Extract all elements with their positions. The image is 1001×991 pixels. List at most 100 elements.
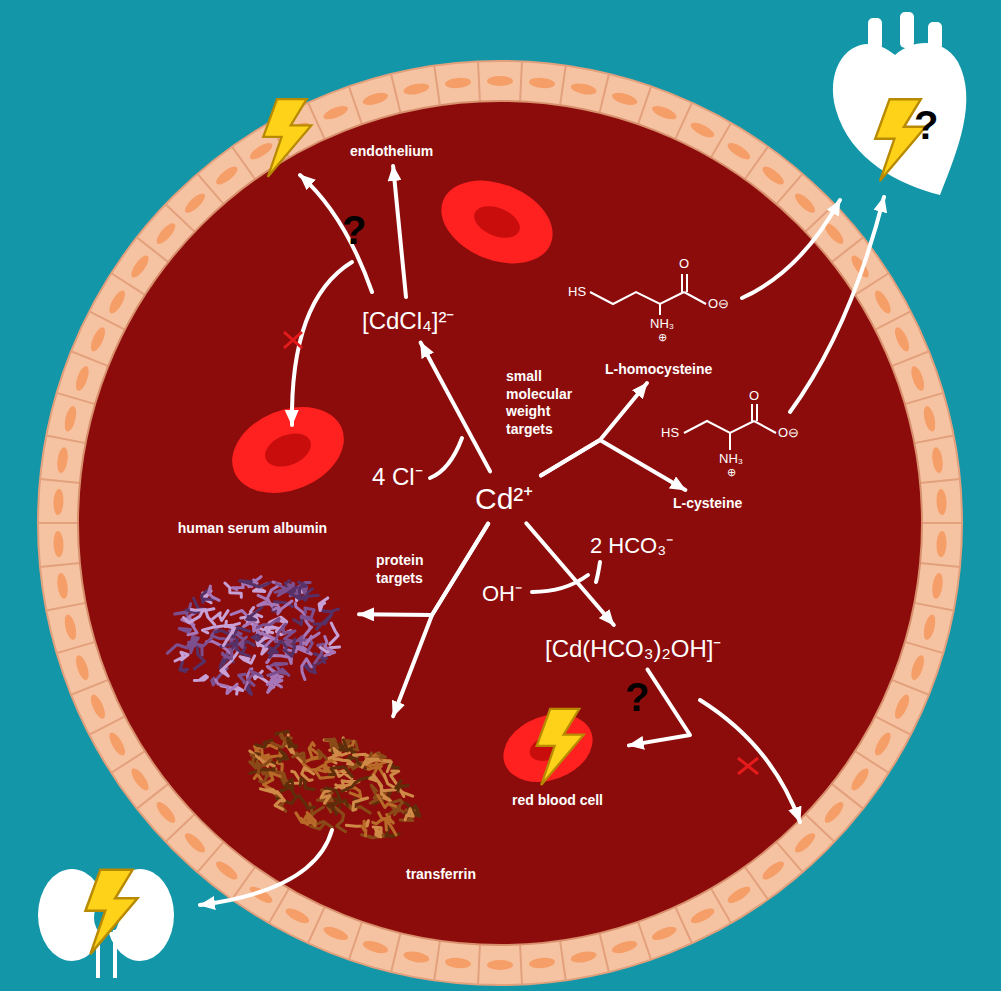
cell-nucleus [922,613,938,641]
cell-border [711,888,731,923]
protein-strand [213,611,228,621]
cell-border [520,945,522,985]
protein-strand [301,816,311,825]
cell-nucleus [362,90,390,107]
protein-strand [302,768,314,781]
protein-strand [325,637,335,656]
cell-nucleus [725,140,752,162]
atom-label: O [679,256,689,272]
cell-nucleus [403,82,430,97]
cell-nucleus [760,164,787,188]
molecule-bonds [590,274,776,450]
reaction-arrow [541,440,686,490]
protein-strand [263,634,273,646]
damage-bolt [263,99,311,177]
cell-border [892,351,929,366]
reaction-arrow [393,166,406,297]
protein-strand [268,669,289,675]
protein-strand [180,662,188,672]
protein-strand [223,649,232,659]
cell-border [349,86,362,124]
albumin-structure [167,577,339,695]
cell-nucleus [154,220,179,246]
cell-nucleus [909,654,927,682]
atom-label: NH₃ [650,316,674,332]
cell-nucleus [63,405,79,433]
cell-border [920,479,960,483]
cell-nucleus [650,103,678,122]
protein-strand [293,753,305,762]
reaction-arrow [421,343,491,472]
node-text: L-cysteine [673,495,742,511]
endothelium-ring [38,61,962,985]
protein-strand [237,635,247,648]
cell-border [855,751,889,773]
protein-strand [310,803,324,815]
protein-strand [275,623,295,643]
protein-strand [209,586,220,600]
cell-border [675,103,692,139]
atom-label: HS [568,284,586,300]
cell-nucleus [936,489,947,515]
cell-border [349,922,362,960]
cell-nucleus [128,766,151,793]
species-label: 4 Cl⁻ [372,462,423,492]
cell-nucleus [73,654,91,682]
cell-border [89,716,125,734]
cell-nucleus [922,405,938,433]
cell-nucleus [128,253,151,280]
protein-strand [391,806,413,821]
protein-strand [179,629,190,633]
cell-border [711,123,731,158]
cell-border [745,867,768,900]
cell-nucleus [792,830,818,855]
cell-border [232,147,255,180]
node-text-holder: human serum albumin [150,520,355,536]
cell-border [434,66,440,106]
node-text-holder: red blood cell [490,792,625,808]
cell-nucleus [56,572,70,599]
cell-target: red blood cell [490,705,625,810]
node-text: [CdCl₄]²⁻ [362,303,454,336]
cell-nucleus [529,77,556,89]
blocked-mark [284,332,758,774]
cell-nucleus [182,191,208,216]
cell-border [71,351,108,366]
species-label: OH⁻ [482,580,522,608]
atom-label: O [749,388,759,404]
cell-nucleus [936,531,947,557]
cell-nucleus [56,447,70,474]
protein-strand [373,827,381,837]
cell-nucleus [650,924,678,943]
cell-nucleus [848,766,871,793]
protein-strand [175,652,188,661]
cell-border [920,563,960,567]
protein-strand [363,756,379,766]
cell-border [391,74,400,113]
cell-nucleus [487,76,513,86]
cell-nucleus [213,164,240,188]
protein-strand [290,587,319,599]
cell-border [40,563,80,567]
atom-label: NH₃ [719,451,743,467]
complex-species: [CdCl₄]²⁻ [357,300,459,339]
cell-nucleus [284,905,312,926]
species-label: 2 HCO₃⁻ [590,532,673,560]
cell-nucleus [931,572,945,599]
cell-nucleus [892,693,912,721]
protein-target: transferrin [240,720,480,885]
cell-nucleus [570,950,597,965]
cell-nucleus [689,905,717,926]
protein-strand [334,759,353,765]
protein-strand [239,674,245,683]
question-mark: ? [914,100,938,150]
protein-strand [405,809,413,820]
protein-strand [342,777,371,792]
cell-border [269,888,289,923]
protein-strand [247,607,262,620]
cell-nucleus [362,939,390,956]
cell-nucleus [689,120,717,141]
ion-species: Cd²⁺ [470,474,538,521]
cell-border [599,74,608,113]
damage-bolt [537,709,584,785]
